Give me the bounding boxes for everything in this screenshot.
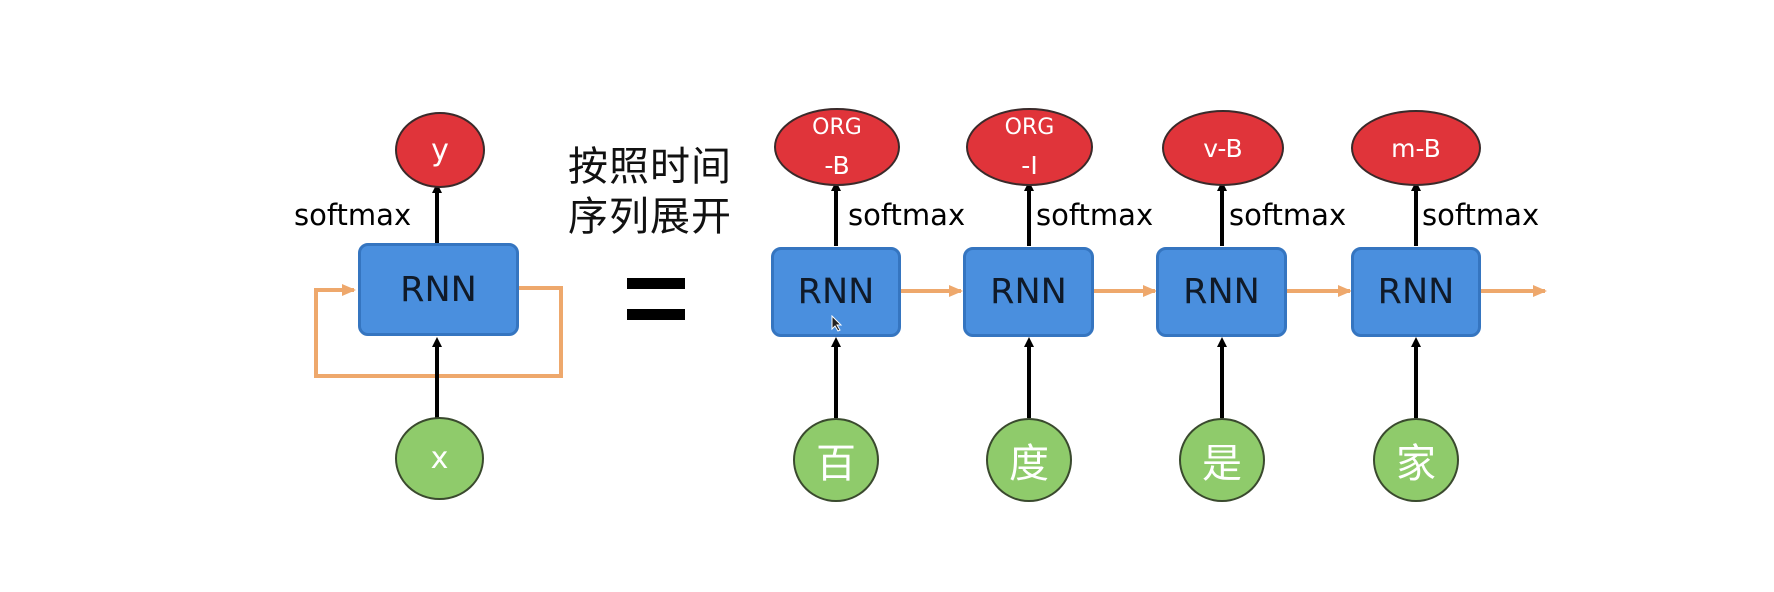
unroll-caption-line2: 序列展开 — [568, 194, 732, 240]
step2-output-node: ORG -I — [966, 108, 1093, 186]
step2-softmax-label: softmax — [1036, 198, 1154, 232]
step4-output-node: m-B — [1351, 110, 1481, 186]
output-label: y — [431, 132, 449, 168]
step1-output-top: ORG — [812, 115, 862, 140]
input-label: x — [430, 441, 449, 476]
output-node-y: y — [395, 112, 485, 188]
step3-input-node: 是 — [1179, 418, 1265, 502]
step1-input-label: 百 — [816, 441, 856, 487]
unroll-caption: 按照时间 序列展开 — [568, 142, 732, 242]
step3-output-label: v-B — [1203, 133, 1243, 163]
rnn-cell-label: RNN — [400, 269, 477, 310]
input-node-x: x — [395, 417, 484, 500]
step4-rnn-cell: RNN — [1351, 247, 1481, 337]
step2-input-label: 度 — [1009, 441, 1049, 487]
equals-sign — [627, 278, 685, 320]
step1-input-node: 百 — [793, 418, 879, 502]
step4-rnn-label: RNN — [1377, 272, 1455, 312]
step3-input-label: 是 — [1202, 441, 1242, 487]
step3-rnn-label: RNN — [1183, 272, 1260, 312]
unroll-caption-line1: 按照时间 — [568, 144, 732, 190]
step2-input-node: 度 — [986, 418, 1072, 502]
step2-output-top: ORG — [1004, 115, 1055, 140]
step1-rnn-label: RNN — [797, 272, 875, 312]
step3-rnn-cell: RNN — [1156, 247, 1287, 337]
step1-output-node: ORG -B — [774, 108, 900, 186]
step2-output-bottom: -I — [1021, 151, 1038, 180]
step2-rnn-label: RNN — [990, 272, 1067, 312]
rnn-cell: RNN — [358, 243, 519, 336]
mouse-cursor-icon — [831, 315, 843, 332]
step4-input-node: 家 — [1373, 418, 1459, 502]
step1-output-bottom: -B — [824, 151, 850, 180]
step4-output-label: m-B — [1391, 133, 1441, 163]
step1-softmax-label: softmax — [848, 198, 966, 232]
step4-input-label: 家 — [1396, 441, 1436, 487]
softmax-label: softmax — [294, 198, 412, 232]
step3-output-node: v-B — [1162, 110, 1284, 186]
step4-softmax-label: softmax — [1422, 198, 1540, 232]
step2-rnn-cell: RNN — [963, 247, 1094, 337]
step3-softmax-label: softmax — [1229, 198, 1347, 232]
